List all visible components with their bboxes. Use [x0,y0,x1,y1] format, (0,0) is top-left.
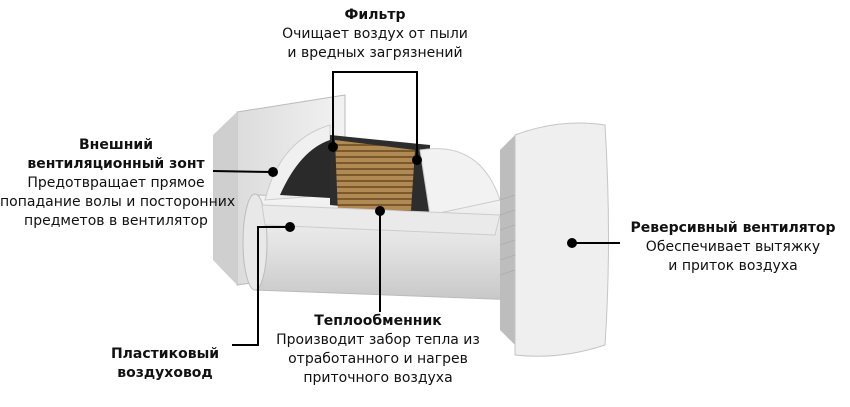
exchanger-label: Теплообменник Производит забор тепла из … [268,312,488,388]
filter-title: Фильтр [344,7,406,23]
duct-label: Пластиковый воздуховод [100,345,230,383]
duct-title-2: воздуховод [117,365,213,381]
fan-desc-1: Обеспечивает вытяжку [645,239,821,255]
hood-desc-2: попадание волы и посторонних [0,194,236,210]
filter-desc-2: и вредных загрязнений [287,45,463,61]
filter-desc-1: Очищает воздух от пыли [282,26,468,42]
fan-title: Реверсивный вентилятор [630,220,836,236]
exchanger-desc-1: Производит забор тепла из [276,332,480,348]
duct-title-1: Пластиковый [110,346,220,362]
cutaway-interior [261,124,501,236]
callout-dots [268,142,577,248]
fan-label: Реверсивный вентилятор Обеспечивает вытя… [618,219,848,276]
hood-title-2: вентиляционный зонт [27,156,205,172]
hood-label: Внешний вентиляционный зонт Предотвращае… [0,136,236,231]
filter-label: Фильтр Очищает воздух от пыли и вредных … [270,6,480,63]
reversible-fan-panel [499,122,609,357]
hood-title-1: Внешний [79,137,153,153]
hood-desc-3: предметов в вентилятор [24,213,208,229]
exchanger-title: Теплообменник [314,313,442,329]
exchanger-desc-2: отработанного и нагрев [288,351,468,367]
leader-lines [212,71,620,346]
exchanger-desc-3: приточного воздуха [303,370,453,386]
fan-desc-2: и приток воздуха [668,258,798,274]
hood-desc-1: Предотвращает прямое [27,175,205,191]
